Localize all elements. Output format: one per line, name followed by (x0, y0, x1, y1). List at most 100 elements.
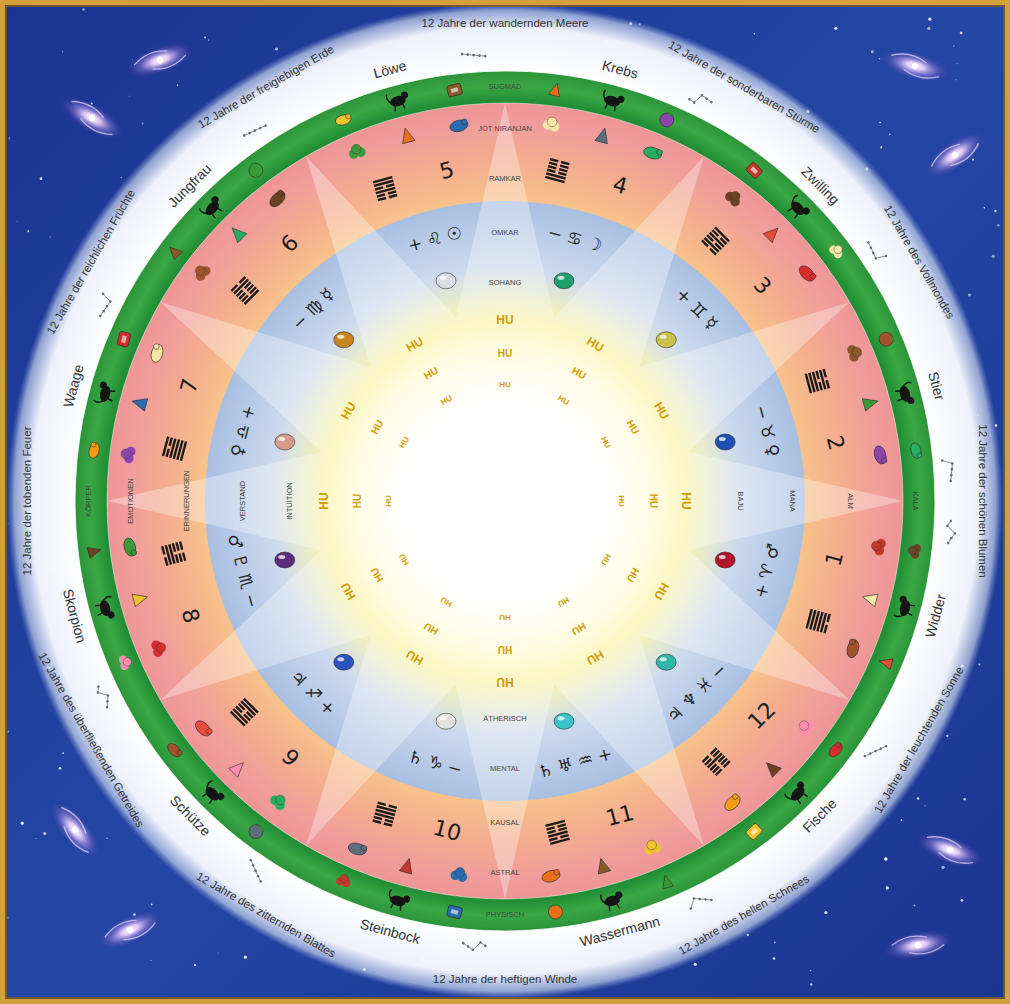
constellation (884, 744, 888, 748)
hexagram-symbol (558, 827, 567, 832)
object-icon (745, 161, 763, 179)
ring-edge (75, 71, 935, 931)
hu-word: HU (599, 436, 612, 450)
period-label: 12 Jahre der sonderbaren Stürme (666, 38, 822, 135)
period-label: 12 Jahre der leuchtenden Sonne (872, 665, 966, 816)
object-icon (745, 823, 763, 841)
constellation (863, 754, 867, 758)
object-icon (907, 542, 922, 559)
star-field (960, 32, 963, 35)
constellation (946, 524, 949, 527)
sign-pictogram (199, 194, 227, 222)
hexagram-symbol (165, 545, 172, 565)
sector-number: 12 (743, 698, 780, 735)
hexagram-symbol (545, 176, 565, 183)
galaxy (91, 902, 168, 958)
object-icon (246, 160, 266, 180)
light-rays (107, 103, 903, 899)
object-icon (878, 656, 893, 670)
hexagram-symbol (175, 554, 180, 563)
hexagram-symbol (701, 227, 730, 256)
gemstone (558, 716, 565, 720)
constellation (478, 54, 481, 57)
hexagram-symbol (557, 823, 566, 828)
constellation (949, 519, 952, 522)
gemstone (439, 716, 446, 720)
planet-symbols: − ♉ ♀ (751, 403, 783, 459)
object-icon (907, 545, 917, 555)
sign-name: Steinbock (358, 916, 421, 947)
hexagram-symbol (161, 541, 186, 566)
hexagram-symbol (549, 161, 558, 166)
hu-word: HU (404, 647, 426, 667)
plane-label: ÄTHERISCH (483, 715, 526, 723)
hexagram-symbol (374, 180, 394, 187)
hu-word: HU (570, 621, 588, 638)
sign-pictogram (784, 779, 812, 807)
sign-pictogram (94, 596, 117, 622)
galaxy (70, 825, 79, 834)
galaxy (132, 42, 187, 78)
hexagram-symbol (715, 768, 723, 776)
object-icon (795, 716, 816, 737)
hu-word: HU (339, 400, 359, 422)
galaxy (102, 910, 157, 949)
plane-label: ASTRAL (490, 869, 519, 877)
gemstone (275, 552, 295, 568)
object-icon (878, 331, 895, 348)
object-icon (451, 87, 459, 93)
galaxy (914, 941, 921, 948)
sign-pictogram (386, 94, 392, 104)
sector-number: 10 (430, 816, 463, 847)
constellation (868, 752, 872, 756)
constellation (689, 894, 713, 908)
object-icon (345, 113, 351, 119)
hexagram-symbol (548, 830, 568, 837)
object-icon (849, 638, 856, 645)
object-icon (130, 395, 147, 411)
gemstone (719, 437, 726, 441)
hu-word: HU (385, 495, 394, 507)
constellation (869, 246, 873, 250)
hexagram-symbol (377, 193, 386, 198)
hexagram-symbol (162, 436, 187, 461)
constellation (259, 880, 263, 884)
object-icon (745, 161, 763, 179)
hexagram-symbol (723, 760, 731, 768)
constellation (704, 898, 707, 901)
constellation (484, 55, 487, 58)
hexagram-symbol (377, 197, 386, 202)
object-icon (268, 791, 289, 812)
sector-number: 2 (821, 433, 848, 453)
sign-name: Waage (61, 362, 87, 408)
period-label: 12 Jahre des Vollmondes (881, 203, 957, 321)
gemstone (334, 332, 354, 348)
sign-pictogram (94, 380, 117, 406)
galaxy (121, 35, 198, 86)
object-icon (595, 857, 611, 874)
period-label: 12 Jahre des hellen Schnees (677, 872, 812, 957)
hexagram-symbol (244, 289, 260, 305)
star-field (968, 293, 971, 296)
galaxy (911, 62, 919, 70)
hexagram-symbol (230, 711, 246, 727)
white-glow-ring (7, 3, 1003, 999)
sector-number: 8 (177, 606, 204, 626)
object-icon (861, 591, 878, 607)
object-icon (122, 537, 138, 558)
star-field (151, 903, 153, 905)
star-field (7, 731, 9, 733)
sign-pictogram (894, 613, 904, 619)
hexagram-symbol (702, 747, 731, 776)
object-icon (149, 343, 165, 364)
sign-pictogram (600, 894, 606, 904)
sign-pictogram (801, 206, 811, 216)
plane-label: JOT NIRANJAN (478, 125, 532, 133)
galaxy (917, 123, 992, 187)
sign-pictogram (212, 208, 223, 219)
plane-label: ALM (846, 493, 854, 508)
star-field (941, 866, 944, 869)
constellation (710, 898, 713, 901)
hu-word: HU (440, 394, 454, 407)
hu-word: HU (651, 400, 671, 422)
